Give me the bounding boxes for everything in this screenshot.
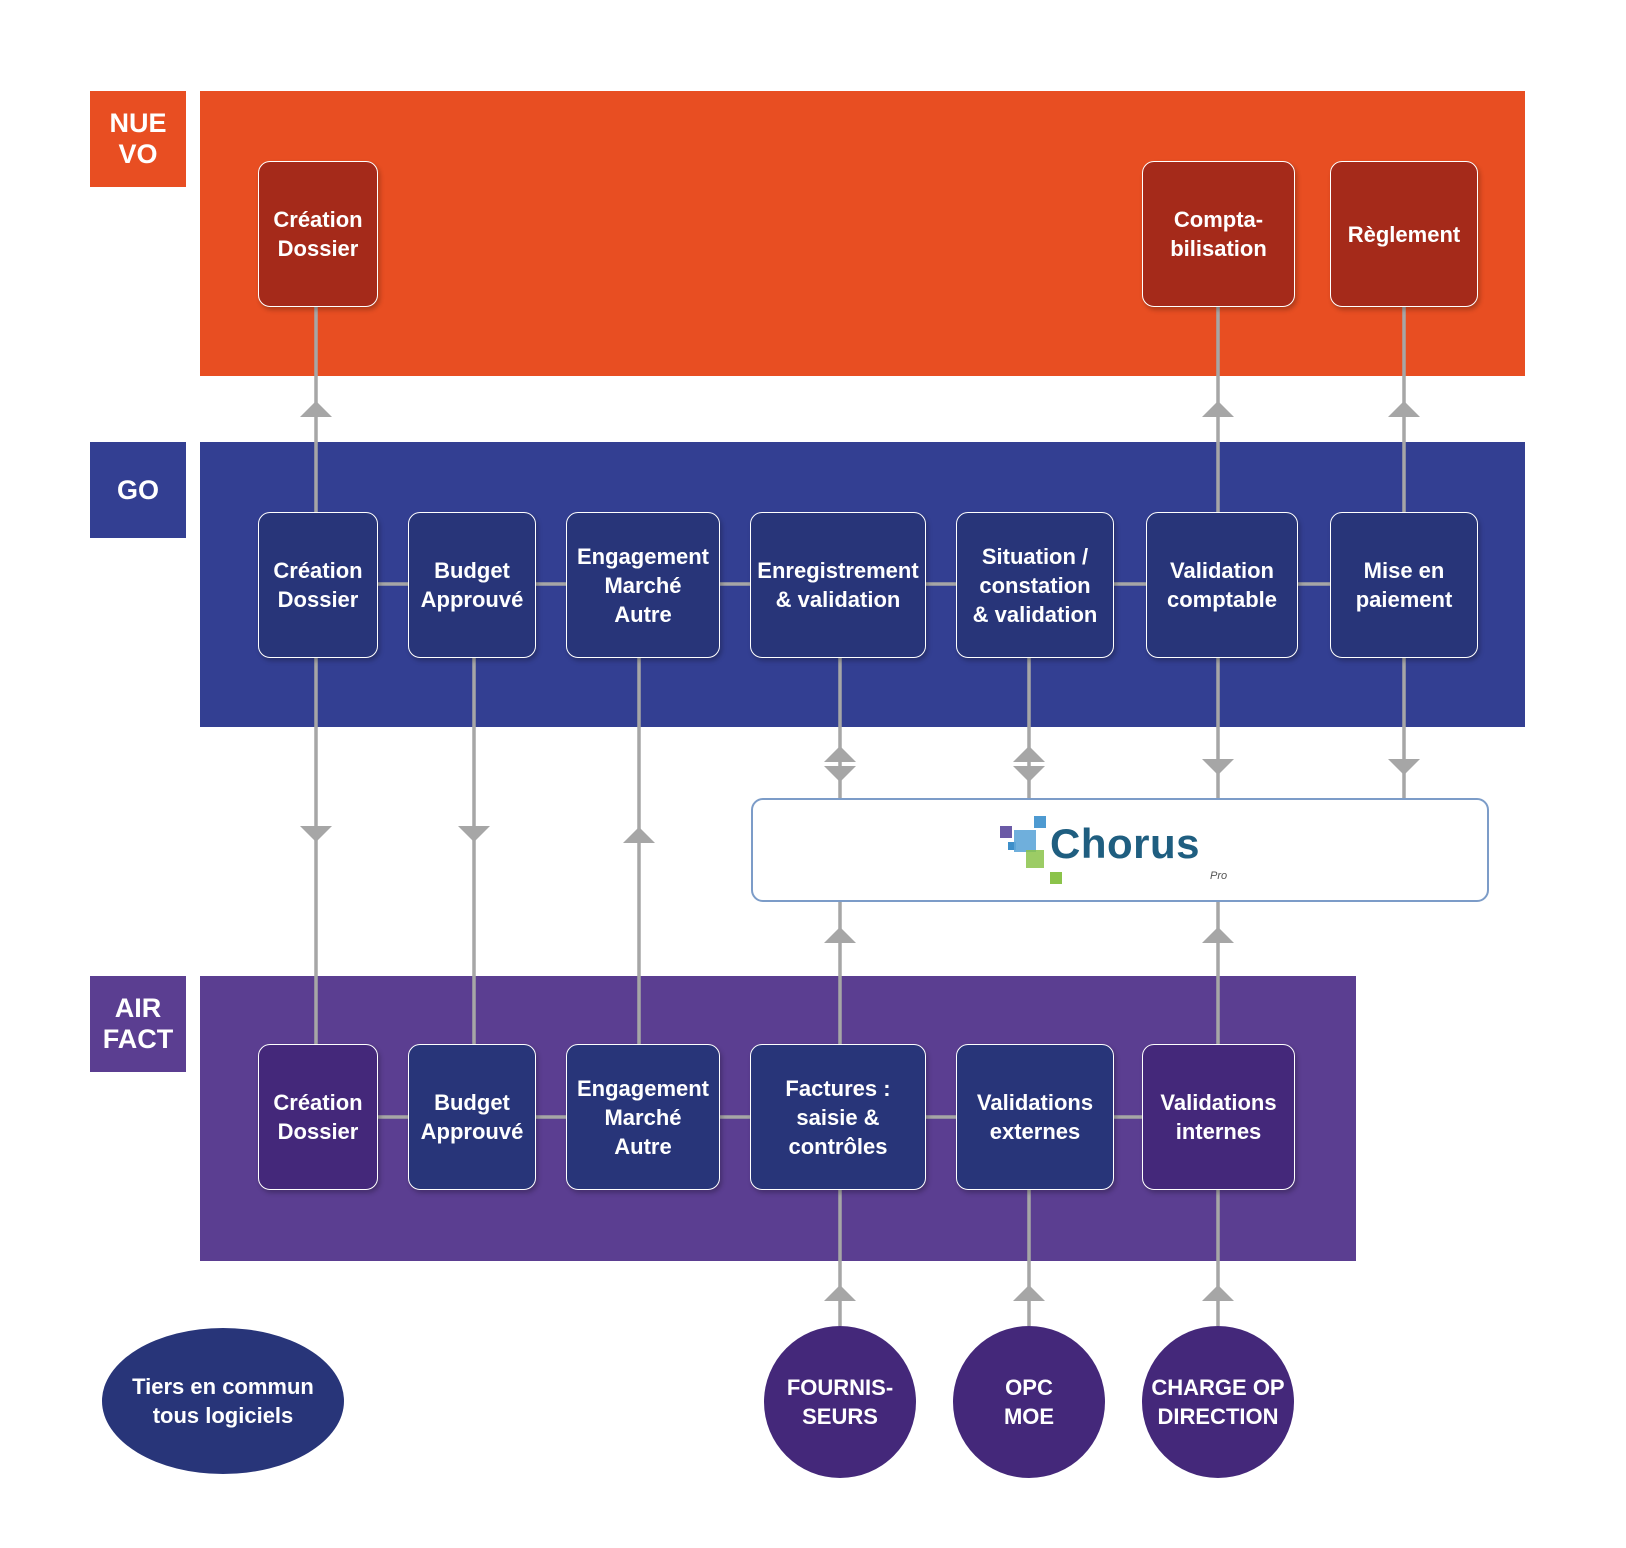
nuevo-label-notch xyxy=(186,128,200,150)
logo-square-icon xyxy=(1050,872,1062,884)
nuevo-reglement[interactable]: Règlement xyxy=(1330,161,1478,307)
airfact-label-notch xyxy=(186,1013,200,1035)
chorus-wordmark: Chorus xyxy=(1050,820,1200,867)
logo-square-icon xyxy=(1034,816,1046,828)
go-label-notch xyxy=(186,479,200,501)
chorus-pro-box[interactable] xyxy=(751,798,1489,902)
logo-square-icon xyxy=(1008,842,1016,850)
actor-fournisseurs[interactable]: FOURNIS- SEURS xyxy=(764,1326,916,1478)
actor-opc-moe[interactable]: OPC MOE xyxy=(953,1326,1105,1478)
go-engagement-marche[interactable]: Engagement Marché Autre xyxy=(566,512,720,658)
nuevo-lane xyxy=(200,91,1525,376)
actor-charge-op-direction[interactable]: CHARGE OP DIRECTION xyxy=(1142,1326,1294,1478)
logo-square-icon xyxy=(1000,826,1012,838)
airfact-engagement-marche[interactable]: Engagement Marché Autre xyxy=(566,1044,720,1190)
chorus-subtitle: Pro xyxy=(1210,870,1228,882)
go-budget-approuve[interactable]: Budget Approuvé xyxy=(408,512,536,658)
airfact-factures-saisie[interactable]: Factures : saisie & contrôles xyxy=(750,1044,926,1190)
logo-square-icon xyxy=(1026,850,1044,868)
chorus-pro-logo: Chorus Pro xyxy=(1000,816,1240,886)
go-creation-dossier[interactable]: Création Dossier xyxy=(258,512,378,658)
nuevo-comptabilisation[interactable]: Compta- bilisation xyxy=(1142,161,1295,307)
logo-square-icon xyxy=(1014,830,1036,852)
airfact-validations-externes[interactable]: Validations externes xyxy=(956,1044,1114,1190)
go-situation-constation[interactable]: Situation / constation & validation xyxy=(956,512,1114,658)
go-enregistrement-validation[interactable]: Enregistrement & validation xyxy=(750,512,926,658)
go-lane-label: GO xyxy=(90,442,186,538)
nuevo-creation-dossier[interactable]: Création Dossier xyxy=(258,161,378,307)
nuevo-lane-label: NUE VO xyxy=(90,91,186,187)
airfact-lane-label: AIR FACT xyxy=(90,976,186,1072)
airfact-creation-dossier[interactable]: Création Dossier xyxy=(258,1044,378,1190)
airfact-budget-approuve[interactable]: Budget Approuvé xyxy=(408,1044,536,1190)
go-mise-en-paiement[interactable]: Mise en paiement xyxy=(1330,512,1478,658)
legend-tiers-commun: Tiers en commun tous logiciels xyxy=(102,1328,344,1474)
go-validation-comptable[interactable]: Validation comptable xyxy=(1146,512,1298,658)
airfact-validations-internes[interactable]: Validations internes xyxy=(1142,1044,1295,1190)
